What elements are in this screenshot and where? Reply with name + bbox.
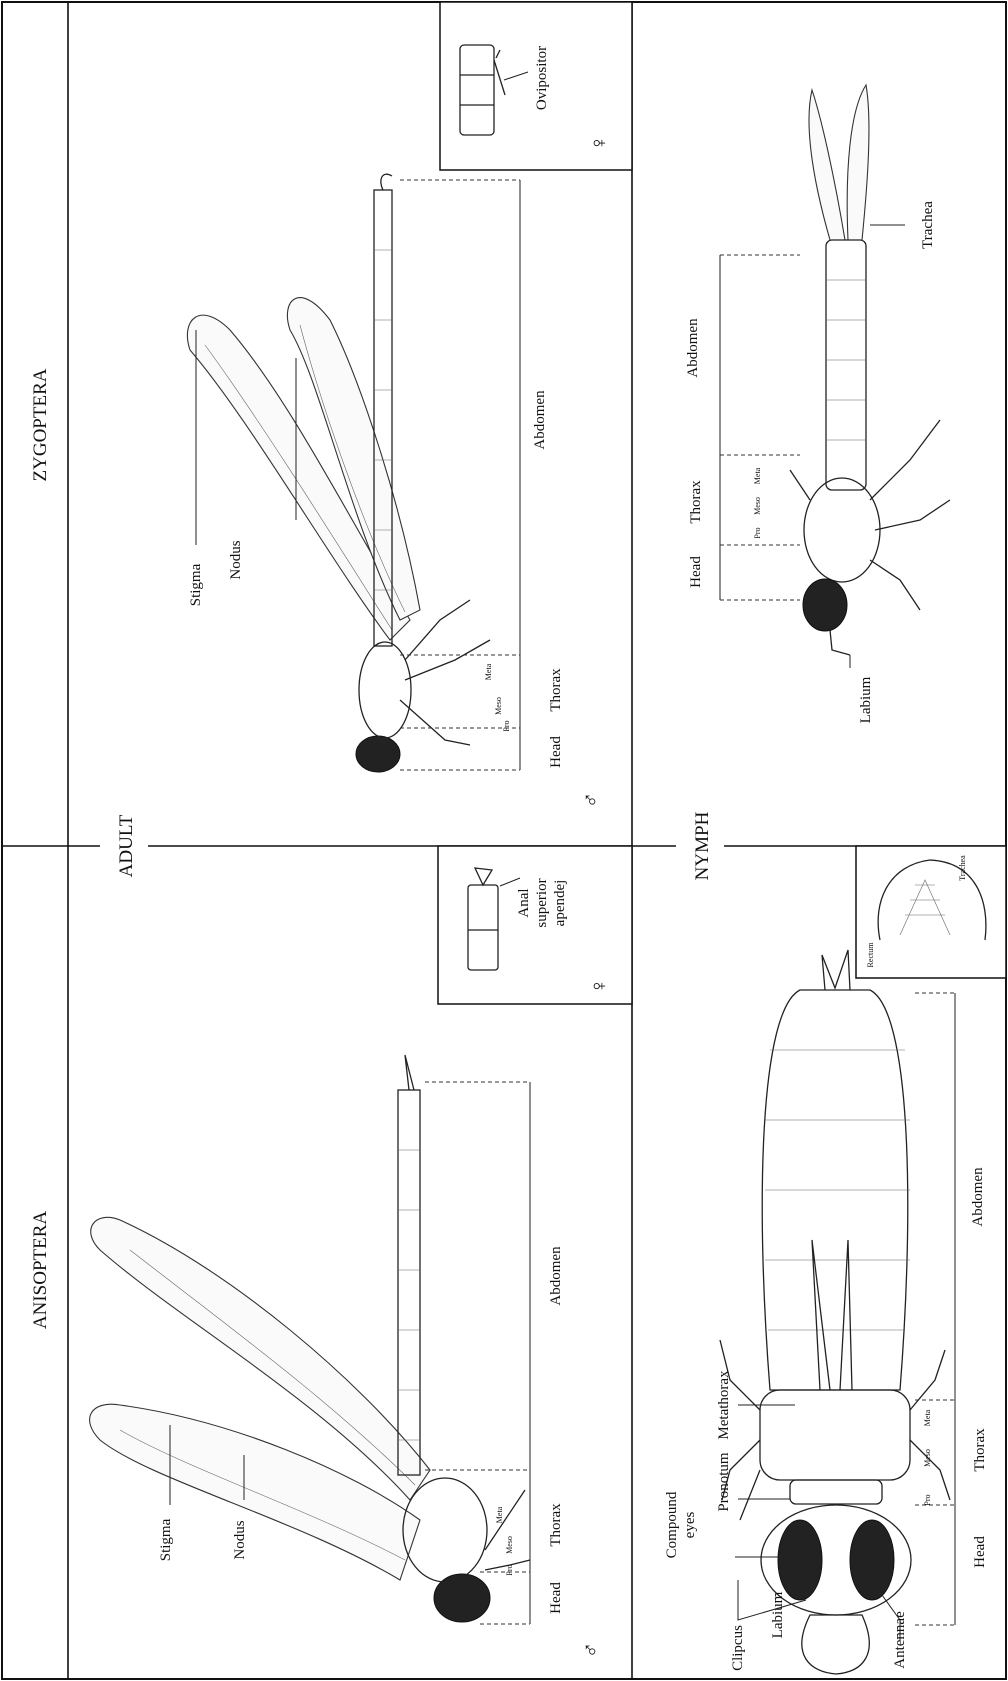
anal-label-line3: apendej <box>552 880 568 927</box>
anisoptera-adult-stigma-label: Stigma <box>158 1518 174 1561</box>
anisoptera-nymph-pronotum <box>790 1480 882 1504</box>
anisoptera-nymph-head-label: Head <box>972 1536 988 1568</box>
labium-label: Labium <box>770 1591 786 1638</box>
anisoptera-nymph-labium <box>802 1615 869 1674</box>
zygoptera-nymph-abdomen <box>826 240 866 490</box>
zygoptera-nymph-head <box>803 579 847 631</box>
anal-label-line1: Anal <box>516 888 532 917</box>
anisoptera-nymph-thorax-label: Thorax <box>972 1428 988 1472</box>
anal-female-symbol: ♀ <box>586 978 611 995</box>
zygoptera-nymph-gill-1 <box>809 90 845 240</box>
compound-eyes-label-line1: Compound <box>664 1491 680 1558</box>
anisoptera-adult-panel: Anal superior apendej ♀ Abdomen <box>90 846 632 1658</box>
pronotum-label: Pronotum <box>716 1452 732 1512</box>
anisoptera-nymph-eye-right <box>850 1520 894 1600</box>
adult-title: ADULT <box>116 814 137 877</box>
zygoptera-nymph-panel: Abdomen Thorax Head Meta Meso Pro Trache… <box>685 85 950 723</box>
zygoptera-adult-head <box>356 736 400 772</box>
zygoptera-nymph-trachea-label: Trachea <box>920 201 936 249</box>
anisoptera-nymph-segment-meta: Meta <box>923 1409 932 1426</box>
anisoptera-adult-male-symbol: ♂ <box>578 1642 603 1659</box>
nymph-title: NYMPH <box>692 811 713 880</box>
zygoptera-adult-segment-pro: Pro <box>502 720 511 731</box>
metathorax-label: Metathorax <box>716 1370 732 1440</box>
zygoptera-nymph-thorax-label: Thorax <box>688 480 704 524</box>
zygoptera-adult-stigma-label: Stigma <box>188 563 204 606</box>
zygoptera-adult-male-symbol: ♂ <box>578 792 603 809</box>
anisoptera-adult-head <box>434 1574 490 1622</box>
anisoptera-nymph-wing-pad-2 <box>840 1240 852 1390</box>
ovipositor-female-symbol: ♀ <box>586 135 611 152</box>
anisoptera-nymph-eye-left <box>778 1520 822 1600</box>
anal-label-line2: superior <box>534 878 550 927</box>
anisoptera-nymph-wing-pad-1 <box>812 1240 830 1390</box>
zygoptera-adult-head-label: Head <box>548 736 564 768</box>
anisoptera-nymph-abdomen-label: Abdomen <box>970 1167 986 1227</box>
anisoptera-nymph-segment-meso: Meso <box>923 1449 932 1467</box>
compound-eyes-label-line2: eyes <box>682 1512 698 1539</box>
zygoptera-nymph-segment-meso: Meso <box>753 497 762 515</box>
zygoptera-nymph-head-label: Head <box>688 556 704 588</box>
anisoptera-adult-thorax-label: Thorax <box>548 1503 564 1547</box>
zygoptera-nymph-labium-label: Labium <box>858 676 874 723</box>
anisoptera-nymph-segment-pro: Pro <box>923 1494 932 1505</box>
zygoptera-nymph-gill-2 <box>847 85 869 240</box>
anisoptera-adult-nodus-label: Nodus <box>232 1520 248 1559</box>
zygoptera-title: ZYGOPTERA <box>30 368 51 481</box>
ovipositor-label: Ovipositor <box>534 46 550 110</box>
zygoptera-adult-abdomen-label: Abdomen <box>532 390 548 450</box>
anisoptera-adult-abdomen-label: Abdomen <box>548 1246 564 1306</box>
zygoptera-nymph-segment-meta: Meta <box>753 467 762 484</box>
anisoptera-title: ANISOPTERA <box>30 1211 51 1330</box>
zygoptera-nymph-thorax <box>804 478 880 582</box>
zygoptera-nymph-abdomen-label: Abdomen <box>685 318 701 378</box>
clipcus-label: Clipcus <box>730 1625 746 1671</box>
zygoptera-adult-nodus-label: Nodus <box>228 540 244 579</box>
anisoptera-nymph-panel: Rectum Trachea <box>664 846 1006 1674</box>
zygoptera-adult-segment-meso: Meso <box>494 697 503 715</box>
zygoptera-nymph-segment-pro: Pro <box>753 527 762 538</box>
anisoptera-adult-segment-meso: Meso <box>505 1536 514 1554</box>
zygoptera-adult-segment-meta: Meta <box>484 663 493 680</box>
anisoptera-adult-segment-meta: Meta <box>495 1506 504 1523</box>
zygoptera-adult-thorax <box>359 642 411 738</box>
anisoptera-adult-segment-pro: Pro <box>505 1564 514 1575</box>
inset-trachea-label: Trachea <box>958 855 967 881</box>
anisoptera-adult-head-label: Head <box>548 1582 564 1614</box>
zygoptera-adult-panel: Ovipositor ♀ Abdomen Thorax <box>187 2 632 808</box>
rectum-label: Rectum <box>866 942 875 968</box>
anisoptera-adult-abdomen <box>398 1090 420 1475</box>
antennae-label: Antennae <box>892 1611 908 1669</box>
anisoptera-nymph-thorax <box>760 1390 910 1480</box>
zygoptera-adult-thorax-label: Thorax <box>548 668 564 712</box>
